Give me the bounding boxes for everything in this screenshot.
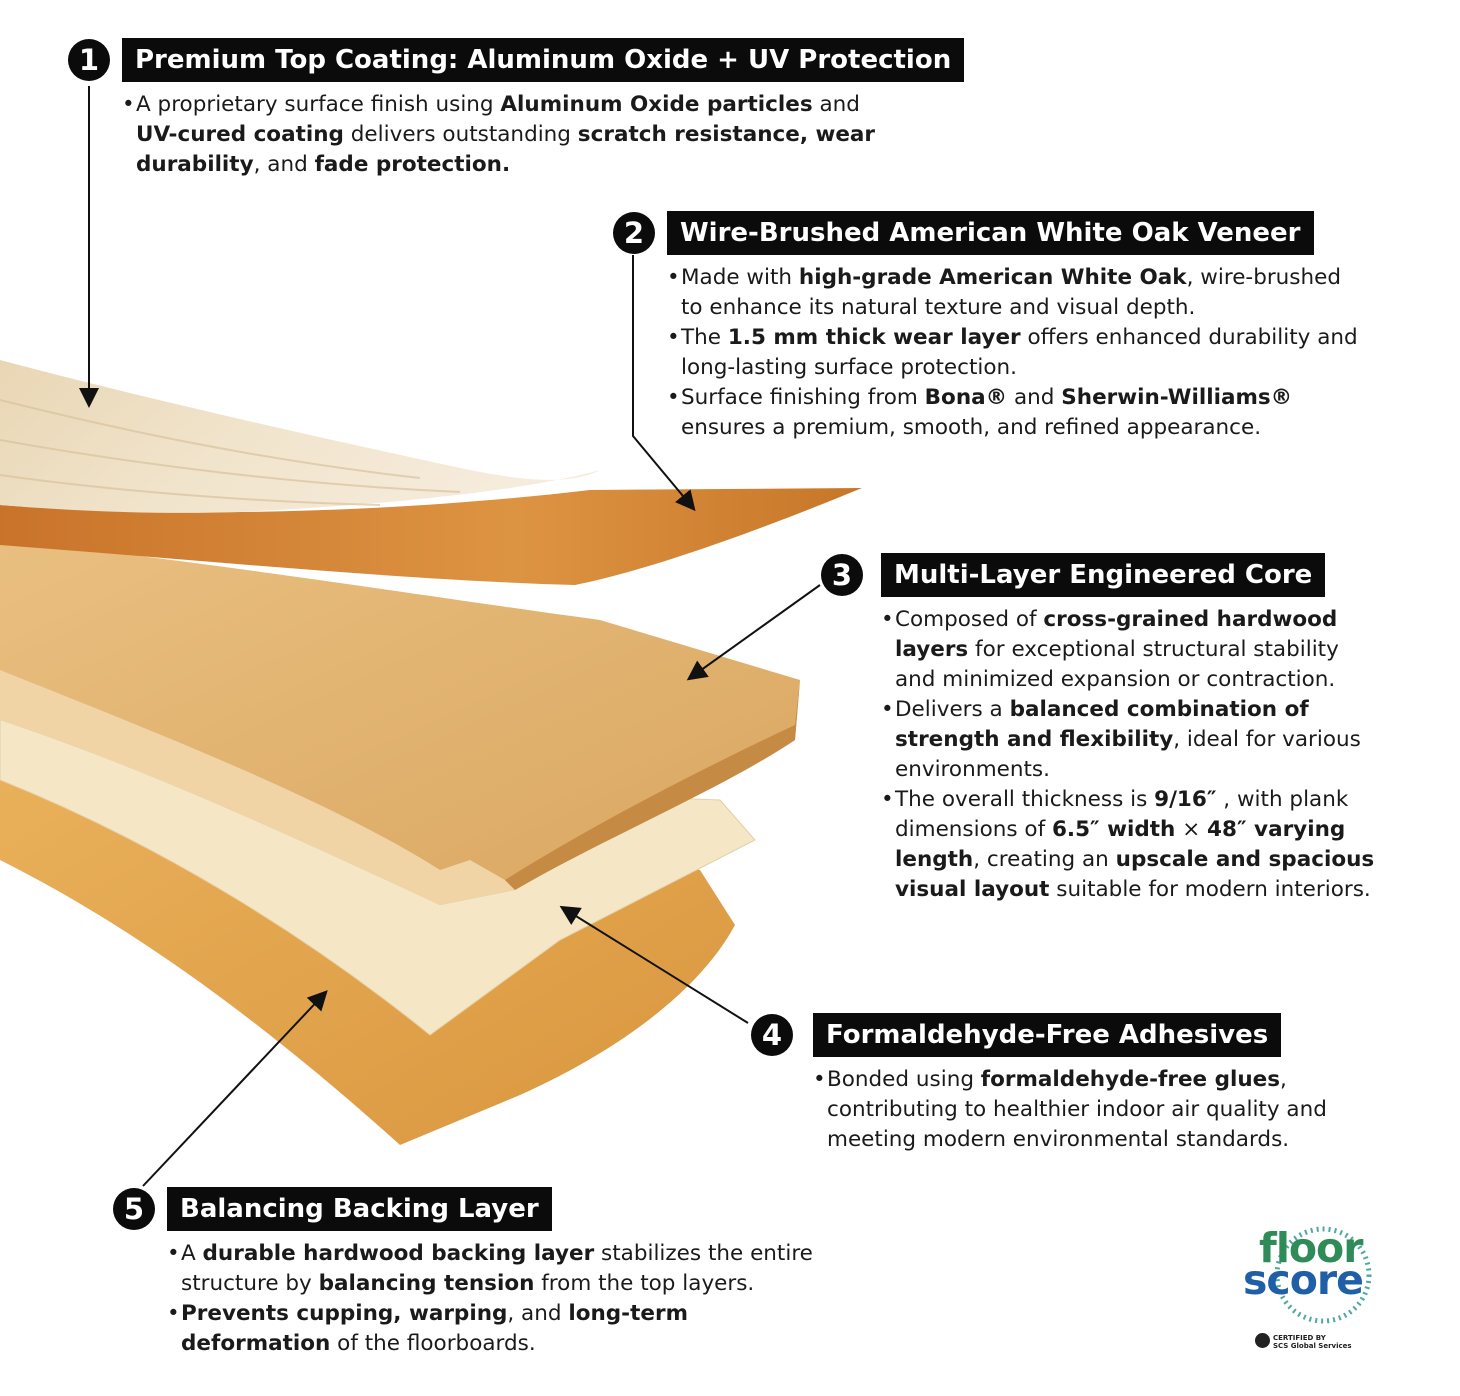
bullet-text: , creating an [973,847,1116,872]
scs-logo-icon [1255,1333,1270,1348]
bullet-text: Made with [681,265,799,290]
step-number-badge: 4 [751,1014,793,1056]
bullet-text-bold: Aluminum Oxide particles [500,92,813,117]
floorscore-badge: floor score CERTIFIED BY SCS Global Serv… [1235,1218,1385,1358]
bullet-text: for exceptional structural stability and… [895,637,1339,692]
bullet-text-bold: 9/16″ [1154,787,1217,812]
cert-line-2: SCS Global Services [1273,1342,1352,1350]
bullet-text: ensures a premium, smooth, and refined a… [681,415,1262,440]
section-engineered-core: 3 Multi-Layer Engineered Core Composed o… [821,553,1401,905]
bullet-text-bold: balancing tension [318,1271,535,1296]
core-side-face [0,670,515,905]
badge-dotted-ring-icon [1274,1226,1372,1324]
bullet-text-bold: durable hardwood backing layer [202,1241,595,1266]
bullet-item: A durable hardwood backing layer stabili… [167,1239,827,1299]
bullet-list: Composed of cross-grained hardwood layer… [881,605,1381,905]
bullet-text: Composed of [895,607,1044,632]
bullet-text: and [1007,385,1062,410]
section-title: Premium Top Coating: Aluminum Oxide + UV… [122,38,965,82]
section-backing-layer: 5 Balancing Backing Layer A durable hard… [113,1187,833,1359]
bullet-text: A proprietary surface finish using [136,92,501,117]
bullet-text: , contributing to healthier indoor air q… [827,1067,1327,1152]
bullet-item: Made with high-grade American White Oak,… [667,263,1367,323]
bullet-item: The 1.5 mm thick wear layer offers enhan… [667,323,1367,383]
section-top-coating: 1 Premium Top Coating: Aluminum Oxide + … [68,38,965,180]
bullet-text: A [181,1241,203,1266]
bullet-text: suitable for modern interiors. [1049,877,1371,902]
bullet-text: , with plank dimensions of [895,787,1349,842]
leader-line-2 [632,255,696,512]
section-adhesives: 4 Formaldehyde-Free Adhesives Bonded usi… [751,1013,1371,1155]
bullet-text: and [812,92,860,117]
core-layer [0,540,800,905]
bullet-item: A proprietary surface finish using Alumi… [122,90,882,180]
bullet-list: A durable hardwood backing layer stabili… [167,1239,827,1359]
bullet-text-bold: 1.5 mm thick wear layer [727,325,1021,350]
core-edge [505,680,800,890]
bullet-text: , and [507,1301,569,1326]
bullet-text: The overall thickness is [895,787,1155,812]
bullet-text: of the floorboards. [330,1331,536,1356]
bullet-list: A proprietary surface finish using Alumi… [122,90,882,180]
certification-text: CERTIFIED BY SCS Global Services [1273,1334,1352,1350]
bullet-list: Made with high-grade American White Oak,… [667,263,1367,443]
bullet-text: , wire-brushed to enhance its natural te… [681,265,1342,320]
section-title: Wire-Brushed American White Oak Veneer [667,211,1314,255]
bullet-item: Prevents cupping, warping, and long-term… [167,1299,827,1359]
leader-line-3 [686,584,821,681]
section-title: Formaldehyde-Free Adhesives [813,1013,1282,1057]
step-number-badge: 3 [821,554,863,596]
section-oak-veneer: 2 Wire-Brushed American White Oak Veneer… [613,211,1373,443]
bullet-text-bold: cross-grained hardwood layers [895,607,1338,662]
bullet-item: The overall thickness is 9/16″ , with pl… [881,785,1381,905]
bullet-text-bold: fade protection. [314,152,511,177]
bullet-item: Surface finishing from Bona® and Sherwin… [667,383,1367,443]
bullet-text: , ideal for various environments. [895,727,1361,782]
bullet-text: stabilizes the entire structure by [181,1241,813,1296]
bullet-text: Surface finishing from [681,385,925,410]
bullet-text: , and [253,152,315,177]
bullet-text: Delivers a [895,697,1010,722]
bullet-text-bold: 6.5″ width [1051,817,1176,842]
bullet-text-bold: balanced combination of strength and fle… [895,697,1309,752]
bullet-text-bold: long-term deformation [181,1301,688,1356]
bullet-text-bold: Bona® [924,385,1008,410]
veneer-grain [0,399,461,506]
step-number-badge: 2 [613,212,655,254]
bullet-text-bold: scratch resistance, wear durability [136,122,876,177]
cert-line-1: CERTIFIED BY [1273,1334,1326,1342]
bullet-text: The [681,325,728,350]
step-number-badge: 1 [68,39,110,81]
bullet-item: Composed of cross-grained hardwood layer… [881,605,1381,695]
bullet-text: from the top layers. [534,1271,755,1296]
leader-line-5 [142,990,328,1187]
bullet-text: × [1175,817,1208,842]
bullet-text: delivers outstanding [343,122,578,147]
bullet-text-bold: formaldehyde-free glues [980,1067,1281,1092]
badge-word-score: score [1243,1256,1364,1304]
section-title: Balancing Backing Layer [167,1187,552,1231]
badge-word-floor: floor [1259,1224,1363,1272]
bullet-text-bold: Sherwin-Williams® [1061,385,1293,410]
bullet-item: Bonded using formaldehyde-free glues, co… [813,1065,1358,1155]
step-number-badge: 5 [113,1188,155,1230]
bullet-text: offers enhanced durability and long-last… [681,325,1358,380]
section-title: Multi-Layer Engineered Core [881,553,1326,597]
bullet-text-bold: high-grade American White Oak [798,265,1187,290]
bullet-list: Bonded using formaldehyde-free glues, co… [813,1065,1358,1155]
veneer-top-surface [0,360,600,513]
bullet-item: Delivers a balanced combination of stren… [881,695,1381,785]
bullet-text: Bonded using [827,1067,981,1092]
bullet-text-bold: UV-cured coating [136,122,344,147]
bullet-text-bold: Prevents cupping, warping [181,1301,508,1326]
bullet-text-bold: upscale and spacious visual layout [895,847,1375,902]
bullet-text-bold: 48″ varying length [895,817,1346,872]
leader-line-4 [559,905,749,1024]
